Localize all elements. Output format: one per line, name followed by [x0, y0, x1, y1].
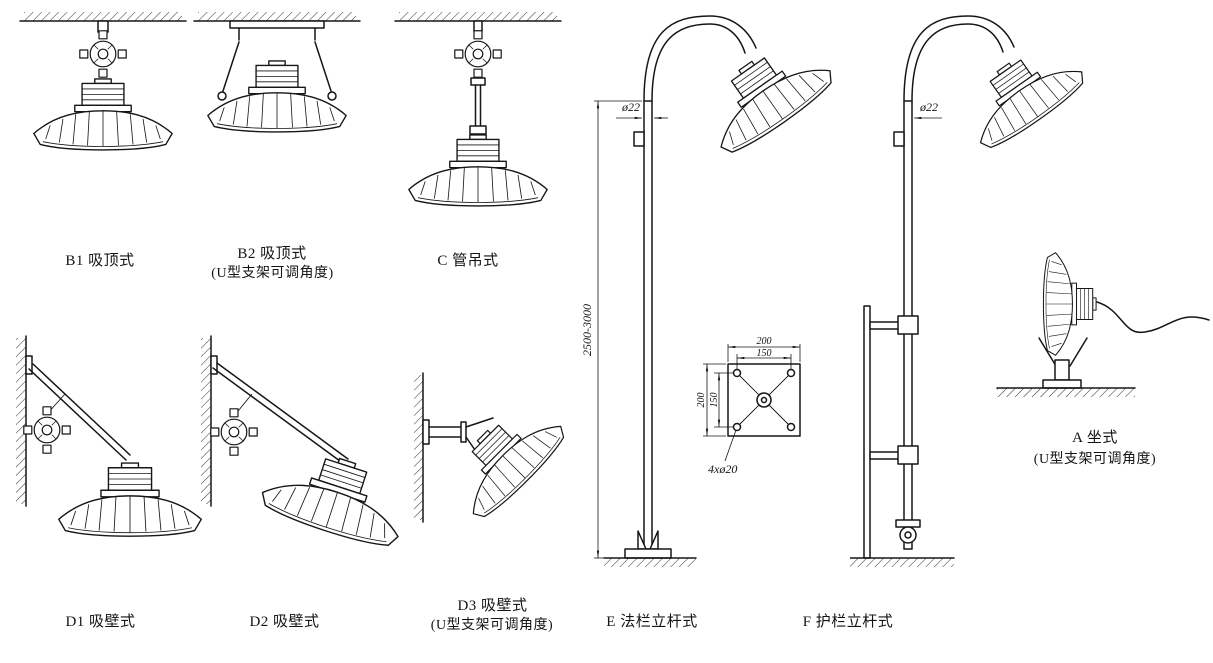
figure-d3	[405, 365, 590, 560]
ceiling-hatch	[24, 12, 182, 21]
pendant-pipe	[469, 77, 487, 135]
figure-c	[393, 10, 563, 250]
lamp	[408, 134, 548, 207]
flange-height-text: 200	[696, 393, 707, 408]
pole-diameter-text: ø22	[621, 100, 640, 114]
figure-e-drawing: ø22 2500-3000	[580, 15, 840, 567]
pole-clamp	[895, 519, 921, 544]
ground-hatch	[997, 388, 1135, 397]
figure-f-label: F 护栏立杆式	[802, 614, 894, 630]
figure-e: ø22 2500-3000	[578, 6, 868, 606]
flange-bolt-spacing-x-text: 150	[757, 348, 772, 359]
lamp	[690, 27, 840, 161]
figure-d3-drawing	[414, 372, 572, 525]
lamp	[951, 31, 1091, 156]
figure-b2-label: B2 吸顶式	[237, 246, 307, 262]
wall-hatch	[201, 338, 211, 504]
figure-a-sublabel: (U型支架可调角度)	[1033, 452, 1157, 467]
junction-box	[79, 30, 127, 78]
mount-stem	[473, 20, 483, 32]
flange-bolt-holes-text: 4xø20	[708, 462, 737, 476]
figure-c-drawing	[394, 12, 562, 207]
figure-b1-drawing	[19, 12, 187, 151]
figure-b2-drawing	[193, 12, 361, 133]
pivot-bolt	[217, 91, 227, 101]
lamp	[58, 462, 202, 537]
power-cable	[1096, 301, 1210, 334]
mount-plate	[229, 20, 325, 29]
dimension-pole-diameter: ø22	[616, 100, 668, 120]
bracket-arm	[428, 417, 494, 451]
pole-height-text: 2500-3000	[580, 304, 594, 356]
wall-hatch	[414, 375, 423, 520]
ceiling-hatch	[198, 12, 356, 21]
pivot-bolt	[327, 91, 337, 101]
lamp	[256, 438, 417, 554]
pole	[643, 100, 653, 550]
ground-hatch	[850, 558, 954, 567]
gooseneck	[643, 15, 757, 102]
figure-d1	[15, 332, 215, 567]
figure-e-label: E 法栏立杆式	[606, 614, 698, 630]
figure-a	[985, 240, 1213, 450]
flange-bolt-spacing-y-text: 150	[709, 393, 720, 408]
junction-box	[23, 406, 71, 454]
flange-detail: 200 150 200 150 4xø20	[696, 336, 801, 476]
junction-box	[210, 408, 258, 456]
figure-f-drawing: ø22	[850, 15, 1091, 567]
figure-b2	[192, 10, 362, 220]
figure-d2-drawing	[201, 335, 417, 554]
dimension-pole-diameter: ø22	[914, 100, 942, 120]
pole-diameter-text: ø22	[919, 100, 938, 114]
figure-a-label: A 坐式	[1072, 430, 1118, 446]
dimension-pole-height: 2500-3000	[580, 100, 642, 559]
figure-d2	[200, 332, 425, 577]
bracket-arm	[212, 362, 349, 465]
flange-width-text: 200	[757, 336, 772, 347]
stand-base	[1042, 379, 1082, 389]
wall-anchor	[25, 355, 33, 375]
figure-d3-sublabel: (U型支架可调角度)	[430, 618, 554, 633]
junction-box	[454, 30, 502, 78]
figure-d1-label: D1 吸壁式	[65, 614, 136, 630]
pole-bracket	[893, 131, 905, 147]
lamp	[33, 78, 173, 151]
wall-flange	[422, 419, 430, 445]
pole-bracket	[633, 131, 645, 147]
lamp	[1042, 252, 1097, 356]
figure-b1-label: B1 吸顶式	[65, 253, 135, 269]
figure-d3-label: D3 吸壁式	[457, 598, 528, 614]
gooseneck	[903, 15, 1015, 102]
lamp	[438, 391, 572, 525]
figure-d2-label: D2 吸壁式	[249, 614, 320, 630]
stand-stem	[1054, 359, 1070, 381]
figure-b1	[18, 10, 188, 220]
figure-c-label: C 管吊式	[437, 253, 499, 269]
guardrail	[863, 305, 919, 559]
ground-hatch	[604, 558, 696, 567]
wall-anchor	[210, 355, 218, 375]
figure-b2-sublabel: (U型支架可调角度)	[211, 266, 334, 281]
ceiling-hatch	[399, 12, 557, 21]
figure-d1-drawing	[16, 335, 202, 537]
flange-dimensions: 200 150 200 150 4xø20	[696, 336, 801, 476]
u-bracket	[221, 27, 333, 95]
bracket-arm	[28, 363, 131, 461]
figure-f: ø22	[850, 6, 1100, 606]
wall-hatch	[16, 338, 26, 504]
figure-a-drawing	[996, 252, 1210, 397]
